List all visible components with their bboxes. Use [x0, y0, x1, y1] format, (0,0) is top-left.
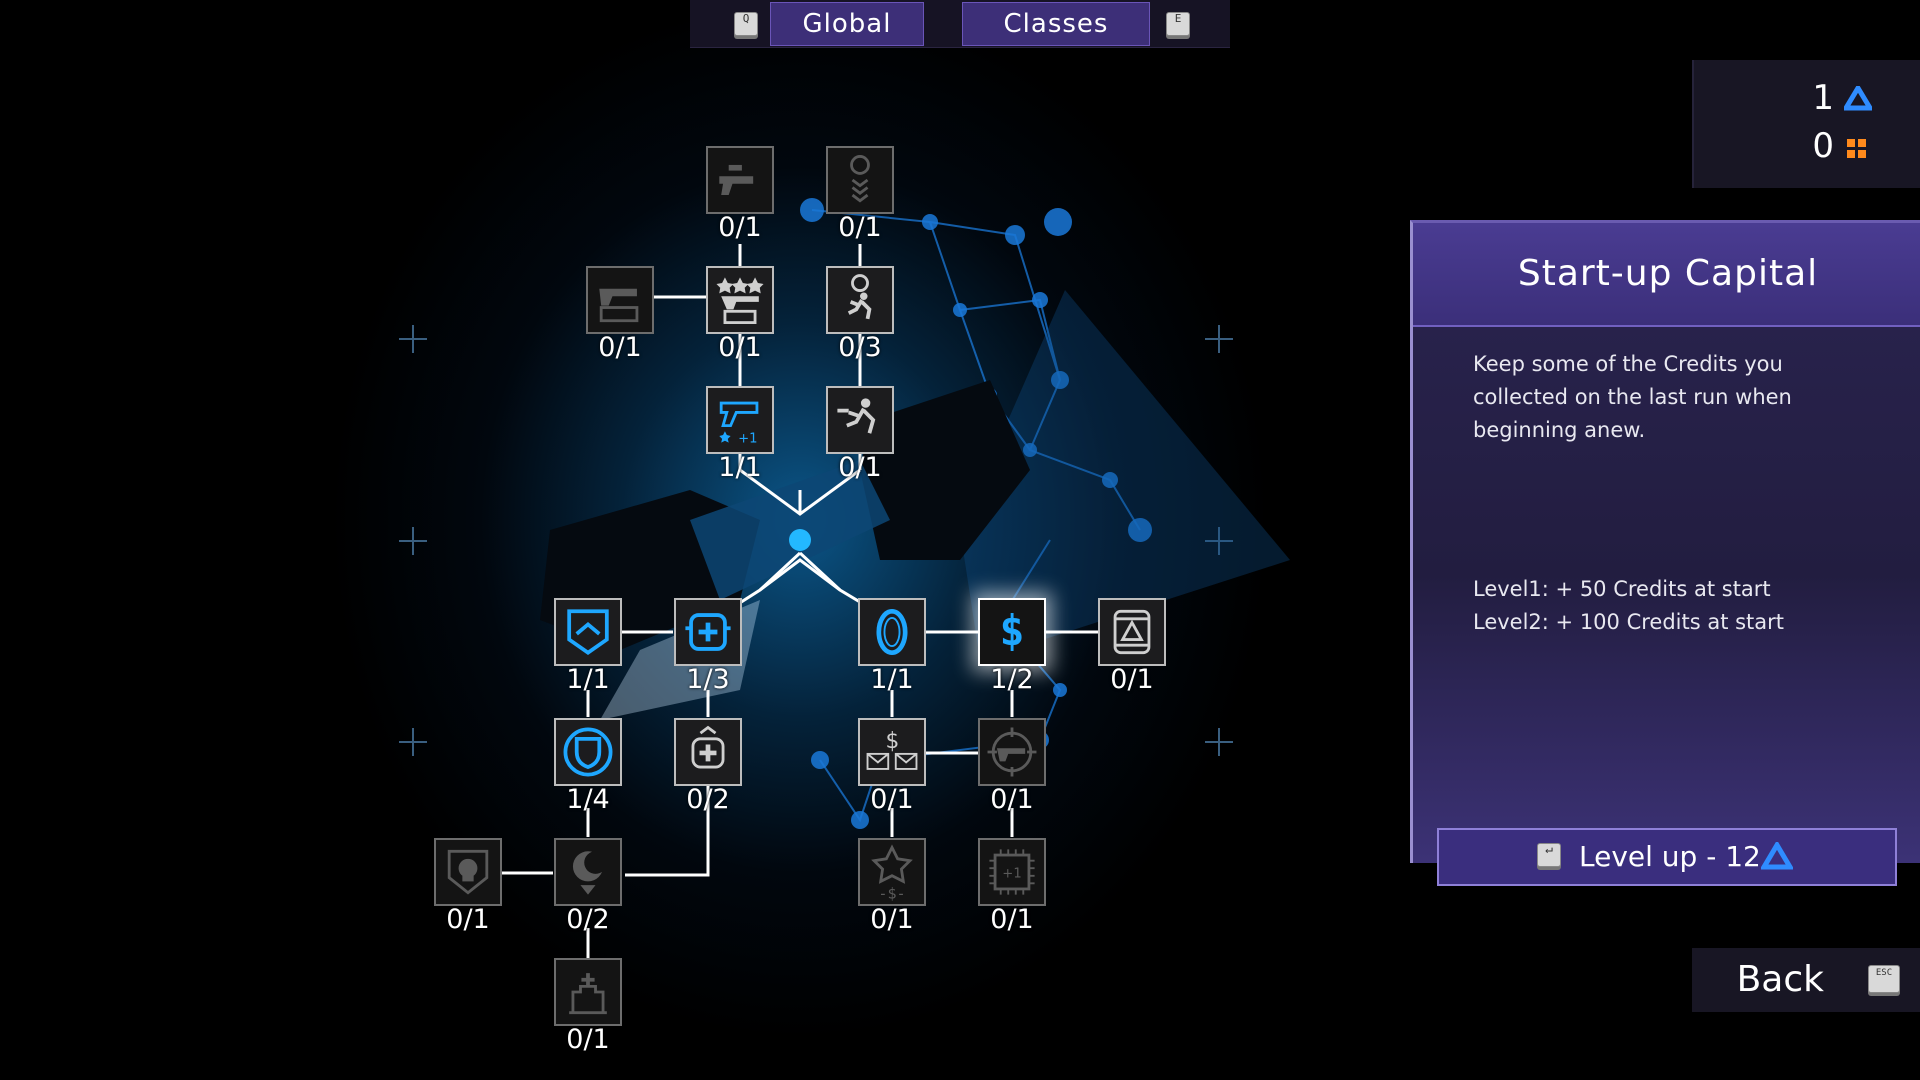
enter-key-icon: ↵ [1537, 843, 1561, 867]
runner-icon [837, 398, 876, 434]
level-up-button[interactable]: ↵ Level up - 12 [1437, 828, 1897, 886]
skill-node-medkit[interactable] [674, 598, 742, 666]
dollar-icon: $ [1000, 607, 1025, 655]
timer-runner-icon [847, 274, 872, 320]
skill-node-weapon-upgrade[interactable] [706, 146, 774, 214]
rifle-icon [719, 164, 754, 196]
skill-node-medkit-upgrade[interactable] [674, 718, 742, 786]
top-tab-bar: Q Global Classes E [690, 0, 1230, 48]
skill-node-count: 0/3 [838, 332, 882, 363]
skill-levels: Level1: + 50 Credits at start Level2: + … [1473, 573, 1893, 639]
back-button[interactable]: Back ESC [1692, 948, 1920, 1012]
skill-node-count: 1/1 [718, 452, 762, 483]
skill-node-timer-chevrons[interactable] [826, 146, 894, 214]
skill-node-star-dollar[interactable]: -$- [858, 838, 926, 906]
shield-icon [563, 727, 613, 777]
skill-node-shard-canister[interactable] [1098, 598, 1166, 666]
skill-node-armor-chevron[interactable] [554, 598, 622, 666]
skill-node-count: 1/1 [870, 664, 914, 695]
skill-node-skull-shield[interactable] [434, 838, 502, 906]
skill-node-pistol-star-plus[interactable]: +1 [706, 386, 774, 454]
weapon-crate-icon [599, 288, 639, 323]
skill-node-count: 0/1 [870, 784, 914, 815]
svg-text:-$-: -$- [878, 884, 905, 902]
triangle-shard-icon [1844, 86, 1872, 111]
info-header: Start-up Capital [1413, 223, 1920, 327]
skill-node-star-weapon-chest[interactable] [706, 266, 774, 334]
skill-node-chip-plus-one[interactable]: +1 [978, 838, 1046, 906]
medkit-icon [685, 613, 731, 651]
skill-node-count: 0/1 [598, 332, 642, 363]
skill-node-count: 0/1 [990, 904, 1034, 935]
svg-text:+1: +1 [1002, 867, 1021, 882]
core-orb [789, 529, 811, 551]
skill-node-count: 1/3 [686, 664, 730, 695]
moon-arrow-icon [572, 851, 607, 895]
skull-shield-icon [447, 849, 489, 895]
skill-level-2: Level2: + 100 Credits at start [1473, 610, 1785, 634]
wedge-shape [960, 290, 1290, 660]
grave-plus-icon [569, 973, 607, 1015]
skill-info-panel: Start-up Capital Keep some of the Credit… [1410, 220, 1920, 863]
q-key-icon[interactable]: Q [734, 12, 758, 36]
skill-node-credits[interactable]: $ [978, 598, 1046, 666]
skill-node-count: 0/1 [718, 212, 762, 243]
skill-node-count: 0/1 [1110, 664, 1154, 695]
portal-icon [876, 608, 908, 656]
currency-panel: 1 0 [1692, 60, 1920, 188]
dollar-mail-icon: $ [866, 728, 918, 770]
skill-description: Keep some of the Credits you collected o… [1473, 352, 1792, 442]
triangle-shard-icon [1761, 842, 1793, 870]
skill-node-count: 0/1 [718, 332, 762, 363]
skill-node-count: 1/2 [990, 664, 1034, 695]
skill-node-gun-target[interactable] [978, 718, 1046, 786]
shard-canister-icon [1113, 609, 1151, 655]
pistol-star-plus-icon: +1 [719, 401, 759, 447]
armor-chevron-icon [567, 609, 609, 656]
star-dollar-icon: -$- [871, 844, 913, 902]
skill-node-count: 0/2 [566, 904, 610, 935]
timer-chevrons-icon [850, 155, 870, 203]
orange-grid-icon [1847, 139, 1866, 158]
tab-global[interactable]: Global [770, 2, 924, 46]
skill-node-dollar-mail[interactable]: $ [858, 718, 926, 786]
skill-node-count: 0/1 [990, 784, 1034, 815]
star-weapon-chest-icon [716, 277, 764, 324]
shard-count: 1 [1812, 78, 1834, 118]
skill-node-count: 0/1 [566, 1024, 610, 1055]
svg-text:+1: +1 [738, 432, 757, 447]
skill-node-grave-plus[interactable] [554, 958, 622, 1026]
skill-level-1: Level1: + 50 Credits at start [1473, 577, 1771, 601]
skill-node-count: 0/1 [838, 212, 882, 243]
skill-node-portal[interactable] [858, 598, 926, 666]
skill-node-moon-arrow[interactable] [554, 838, 622, 906]
crosshair-markers [399, 325, 1233, 756]
skill-node-count: 0/2 [686, 784, 730, 815]
token-count: 0 [1812, 126, 1834, 166]
skill-node-count: 1/1 [566, 664, 610, 695]
skill-title: Start-up Capital [1517, 253, 1819, 294]
skill-node-runner[interactable] [826, 386, 894, 454]
level-up-label: Level up - 12 [1579, 840, 1761, 873]
skill-node-count: 1/4 [566, 784, 610, 815]
medkit-upgrade-icon [691, 725, 725, 769]
svg-text:$: $ [885, 728, 899, 754]
gun-target-icon [987, 727, 1037, 777]
svg-text:$: $ [1000, 607, 1025, 655]
back-label: Back [1736, 959, 1824, 1000]
chip-plus-one-icon: +1 [989, 849, 1035, 895]
skill-node-weapon-crate[interactable] [586, 266, 654, 334]
skill-node-count: 0/1 [446, 904, 490, 935]
skill-node-timer-runner[interactable] [826, 266, 894, 334]
esc-key-icon: ESC [1868, 965, 1900, 993]
e-key-icon[interactable]: E [1166, 12, 1190, 36]
skill-node-shield[interactable] [554, 718, 622, 786]
skill-node-count: 0/1 [870, 904, 914, 935]
skill-node-count: 0/1 [838, 452, 882, 483]
tab-classes[interactable]: Classes [962, 2, 1150, 46]
